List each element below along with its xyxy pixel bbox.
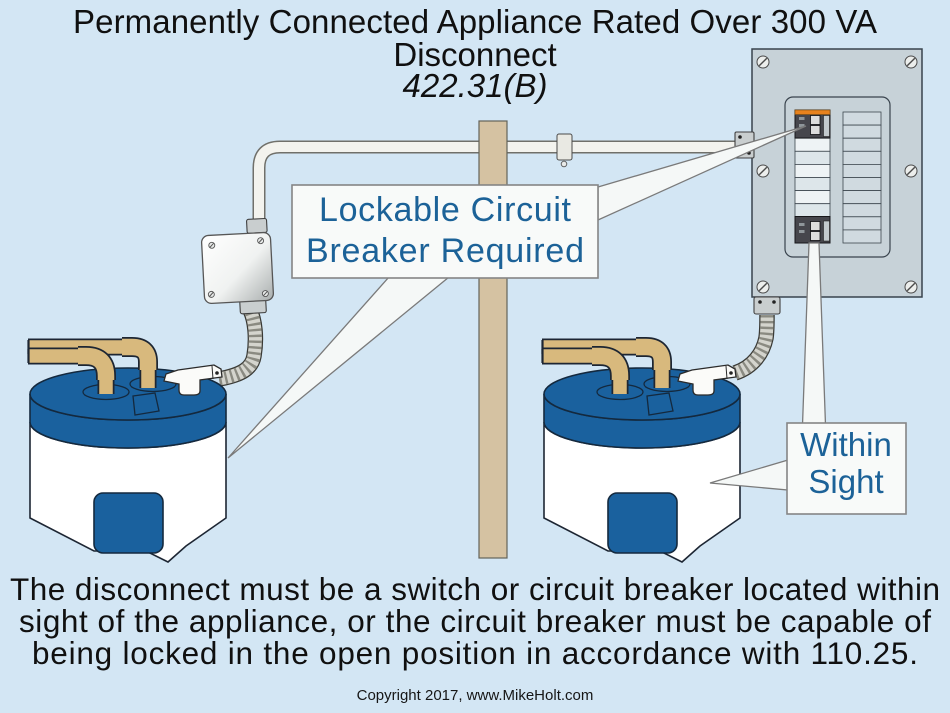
- conduit-strap: [556, 133, 573, 161]
- title-block: Permanently Connected Appliance Rated Ov…: [73, 3, 877, 104]
- breaker-slot: [794, 203, 831, 218]
- breaker-slot: [842, 216, 882, 231]
- callout-lockable-line1: Lockable Circuit: [319, 191, 572, 229]
- breaker-handle: [810, 125, 821, 135]
- breaker-slot: [794, 177, 831, 192]
- breaker-slot: [842, 111, 882, 126]
- breaker-slot: [842, 190, 882, 205]
- junction-box-screw: [207, 290, 215, 299]
- flex-conduit-left: [217, 306, 264, 387]
- breaker-handle: [810, 221, 821, 231]
- breaker-slot: [842, 124, 882, 139]
- breaker-slot: [842, 177, 882, 192]
- breaker-slot: [842, 163, 882, 178]
- title-line1: Permanently Connected Appliance Rated Ov…: [73, 3, 877, 40]
- callout-within-line2: Sight: [808, 463, 883, 500]
- callout-within-line1: Within: [800, 426, 892, 463]
- junction-box-top-connector: [246, 217, 268, 234]
- breaker-handle: [810, 231, 821, 241]
- title-line2: Disconnect: [393, 36, 556, 73]
- strap-screw: [560, 160, 568, 168]
- caption-line2: sight of the appliance, or the circuit b…: [19, 603, 931, 639]
- junction-box: [200, 217, 275, 315]
- junction-box-screw: [256, 237, 265, 245]
- circuit-breaker-bottom: [794, 216, 831, 244]
- breaker-handle: [810, 115, 821, 125]
- breaker-slot: [794, 190, 831, 205]
- callout-lockable-line2: Breaker Required: [306, 232, 584, 270]
- callout-lockable-breaker: Lockable Circuit Breaker Required: [291, 184, 599, 279]
- breaker-slot: [842, 150, 882, 165]
- breaker-slot: [794, 137, 831, 152]
- junction-box-screw: [261, 289, 270, 298]
- panel-screw: [756, 164, 770, 178]
- breaker-slot: [842, 137, 882, 152]
- panel-screw: [904, 55, 918, 69]
- panel-screw: [756, 280, 770, 294]
- caption-line3: being locked in the open position in acc…: [32, 635, 918, 671]
- junction-box-screw: [208, 241, 216, 249]
- title-code-reference: 422.31(B): [403, 67, 548, 104]
- breaker-slot: [842, 229, 882, 244]
- circuit-breaker-top: [794, 109, 831, 139]
- flex-conduit-right: [732, 314, 775, 381]
- breaker-slot: [794, 163, 831, 178]
- electrical-panel: [751, 48, 923, 298]
- callout-within-sight: Within Sight: [786, 422, 907, 515]
- panel-screw: [904, 164, 918, 178]
- panel-screw: [756, 55, 770, 69]
- copyright-text: Copyright 2017, www.MikeHolt.com: [357, 687, 594, 704]
- breaker-slot: [842, 203, 882, 218]
- caption-line1: The disconnect must be a switch or circu…: [10, 571, 940, 607]
- panel-flex-connector: [753, 296, 781, 315]
- conduit-run: [252, 133, 741, 230]
- breaker-slot: [794, 150, 831, 165]
- panel-screw: [904, 280, 918, 294]
- caption-block: The disconnect must be a switch or circu…: [10, 571, 940, 671]
